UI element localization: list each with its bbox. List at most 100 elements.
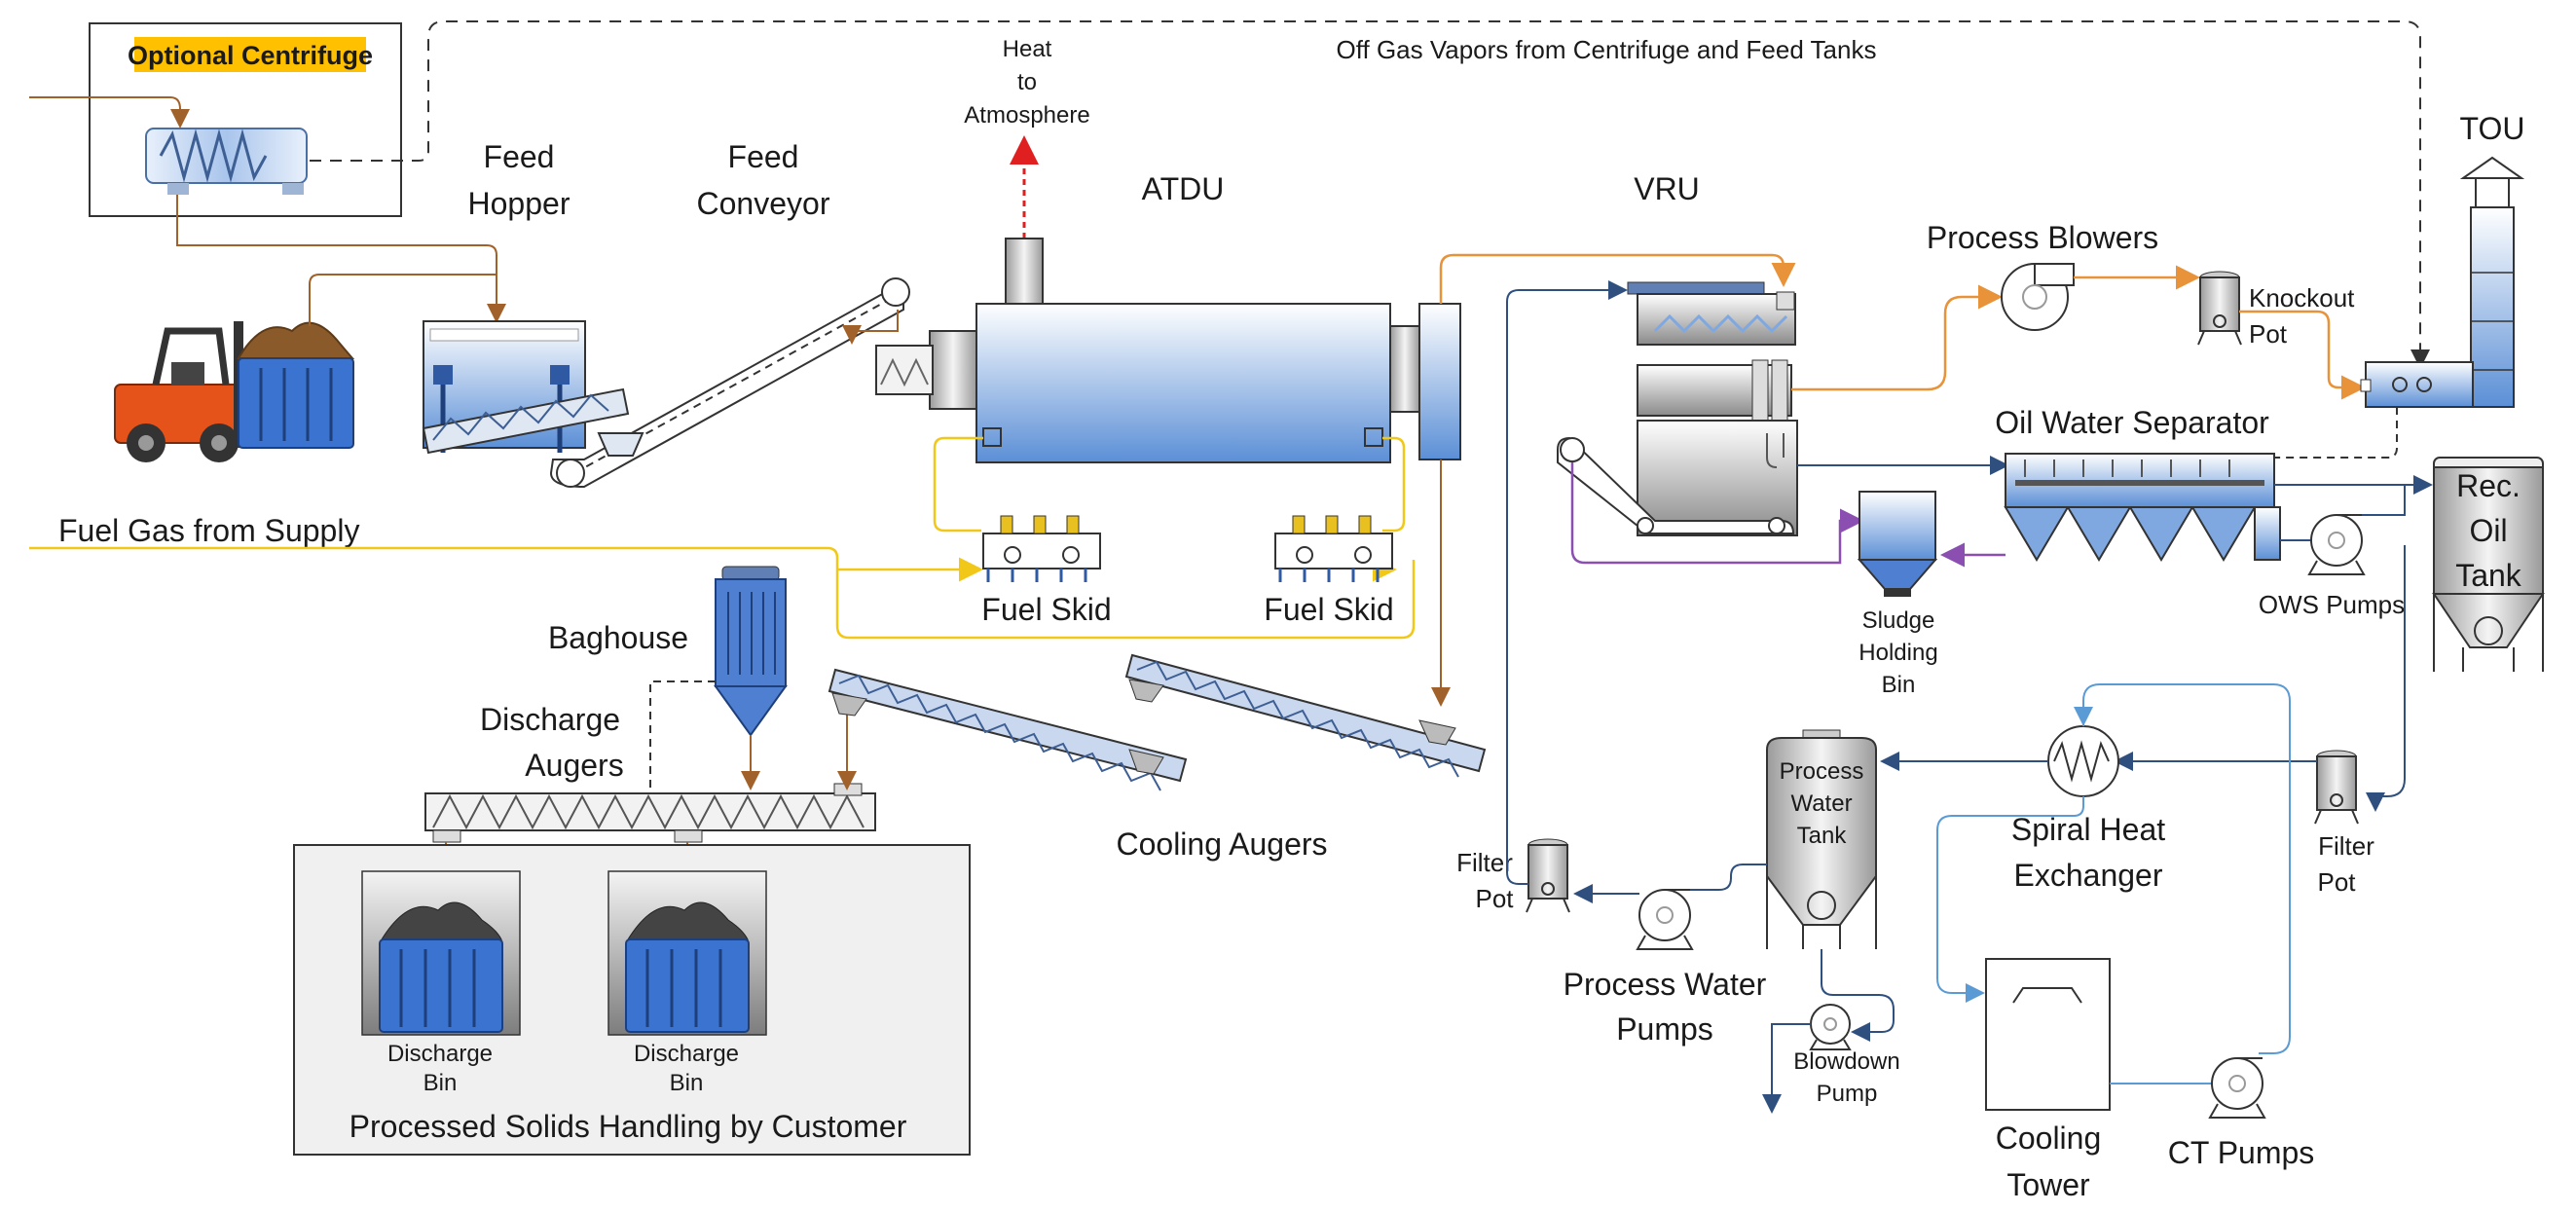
sludge-label-1: Sludge bbox=[1862, 607, 1935, 634]
feed-conveyor-label-2: Conveyor bbox=[697, 186, 830, 221]
process-water-pump bbox=[1636, 889, 1694, 950]
filter-to-vru-line bbox=[1506, 280, 1628, 885]
discharge-bin-2-label-a: Discharge bbox=[634, 1041, 739, 1067]
pwt-to-blowdown-line bbox=[1821, 949, 1895, 1042]
blowdown-discharge-line bbox=[1762, 1023, 1811, 1114]
cooling-auger-2 bbox=[1124, 653, 1487, 778]
ct-pumps-label: CT Pumps bbox=[2168, 1135, 2315, 1170]
rec-oil-label-1: Rec. bbox=[2456, 468, 2521, 503]
rec-oil-tank bbox=[2432, 457, 2545, 672]
vru-to-blowers-line bbox=[1791, 284, 2003, 391]
discharge-augers-label-1: Discharge bbox=[480, 702, 620, 737]
ows-pumps-label: OWS Pumps bbox=[2259, 590, 2405, 619]
discharge-bin-1 bbox=[361, 870, 521, 1036]
fuel-skid2-to-atdu bbox=[1382, 436, 1406, 533]
filter-pot-right-label-1: Filter bbox=[2318, 831, 2374, 861]
discharge-auger bbox=[424, 783, 876, 843]
pwt-label-1: Process bbox=[1780, 758, 1864, 785]
fuel-skid-2 bbox=[1274, 515, 1393, 582]
pwp-label-2: Pumps bbox=[1616, 1011, 1713, 1047]
process-blower bbox=[2001, 263, 2075, 331]
vru-sludge-line bbox=[1570, 462, 1864, 565]
heat-label-2: to bbox=[1017, 69, 1037, 95]
cooling-augers-label: Cooling Augers bbox=[1116, 827, 1327, 862]
fuel-gas-label: Fuel Gas from Supply bbox=[58, 513, 359, 548]
pwp-label-1: Process Water bbox=[1564, 967, 1767, 1002]
forklift-to-hopper-line bbox=[309, 274, 497, 326]
discharge-augers-label-2: Augers bbox=[525, 748, 623, 783]
knockout-label-2: Pot bbox=[2249, 319, 2288, 349]
vru-label: VRU bbox=[1634, 171, 1700, 206]
spiral-heat-exchanger bbox=[2047, 725, 2119, 797]
vru-scraper-conveyor bbox=[1557, 436, 1795, 534]
filter-pot-right-label-2: Pot bbox=[2317, 867, 2356, 897]
sludge-holding-bin bbox=[1857, 491, 1938, 597]
pwt-to-pwp-line bbox=[1690, 864, 1767, 891]
baghouse-label: Baghouse bbox=[548, 620, 688, 655]
knockout-label-1: Knockout bbox=[2249, 283, 2355, 312]
fuel-skid-label-1: Fuel Skid bbox=[981, 592, 1111, 627]
knockout-to-tou-line bbox=[2239, 310, 2366, 400]
heat-label-1: Heat bbox=[1003, 36, 1052, 62]
atdu-kiln bbox=[875, 238, 1461, 463]
feed-hopper-label-1: Feed bbox=[484, 139, 555, 174]
process-blowers-label: Process Blowers bbox=[1927, 220, 2158, 255]
processed-solids-label: Processed Solids Handling by Customer bbox=[350, 1109, 907, 1144]
heat-label-3: Atmosphere bbox=[964, 102, 1089, 129]
filter-pot-left bbox=[1526, 838, 1570, 913]
discharge-bin-1-label-b: Bin bbox=[423, 1070, 458, 1096]
sludge-label-2: Holding bbox=[1858, 640, 1937, 666]
feed-conveyor-label-1: Feed bbox=[728, 139, 799, 174]
knockout-pot bbox=[2197, 271, 2242, 346]
baghouse bbox=[714, 566, 788, 737]
oil-water-separator bbox=[2004, 453, 2281, 562]
blowdown-pump bbox=[1809, 1004, 1852, 1050]
baghouse-dashed-line bbox=[649, 680, 716, 793]
blowdown-label-2: Pump bbox=[1817, 1081, 1878, 1107]
tou-dashed-down bbox=[2273, 407, 2398, 459]
cooling-tower bbox=[1985, 958, 2111, 1111]
filter-pot-right bbox=[2314, 750, 2359, 825]
sludge-label-3: Bin bbox=[1882, 672, 1916, 698]
centrifuge-to-hopper-line bbox=[176, 195, 506, 323]
filter-pot-left-label-1: Filter bbox=[1456, 848, 1513, 877]
feed-conveyor bbox=[549, 277, 910, 489]
feed-bin-icon bbox=[237, 321, 355, 449]
ows-pump bbox=[2307, 514, 2366, 575]
off-gas-label: Off Gas Vapors from Centrifuge and Feed … bbox=[1337, 35, 1877, 64]
rec-oil-label-2: Oil bbox=[2469, 513, 2507, 548]
fuel-skid-label-2: Fuel Skid bbox=[1264, 592, 1393, 627]
ows-water-down-line bbox=[2366, 545, 2406, 812]
feed-hopper-label-2: Hopper bbox=[468, 186, 570, 221]
cooling-auger-1 bbox=[828, 668, 1188, 791]
fuel-skid-1 bbox=[982, 515, 1101, 582]
tou-label: TOU bbox=[2460, 111, 2525, 146]
atdu-to-vru-vapor-line bbox=[1439, 253, 1796, 304]
process-water-tank bbox=[1766, 729, 1877, 949]
fuel-skid1-to-atdu bbox=[933, 436, 983, 533]
fuel-gas-line bbox=[29, 546, 1416, 640]
conveyor-to-atdu-line bbox=[842, 310, 899, 345]
discharge-bin-2-label-b: Bin bbox=[670, 1070, 704, 1096]
hopper-auger bbox=[422, 387, 630, 455]
rec-oil-label-3: Tank bbox=[2455, 558, 2522, 593]
ct-pump bbox=[2208, 1057, 2266, 1119]
tou-stack bbox=[2360, 156, 2525, 408]
optional-centrifuge-label: Optional Centrifuge bbox=[128, 41, 373, 70]
centrifuge-feed-line bbox=[29, 96, 190, 129]
shx-label-2: Exchanger bbox=[2014, 858, 2163, 893]
vru-unit bbox=[1627, 281, 1798, 536]
ows-pump-to-tank-line bbox=[2362, 485, 2406, 516]
atdu-label: ATDU bbox=[1142, 171, 1225, 206]
ows-label: Oil Water Separator bbox=[1995, 405, 2269, 440]
cooling-loop-supply bbox=[2082, 683, 2291, 1054]
shx-label-1: Spiral Heat bbox=[2011, 812, 2165, 847]
off-gas-dashed-line bbox=[310, 20, 2430, 369]
cooling-tower-label-2: Tower bbox=[2006, 1167, 2090, 1202]
blowdown-label-1: Blowdown bbox=[1793, 1048, 1899, 1075]
cooling-tower-label-1: Cooling bbox=[1996, 1121, 2102, 1156]
pwt-label-3: Tank bbox=[1797, 823, 1848, 849]
pwt-label-2: Water bbox=[1790, 790, 1852, 817]
discharge-bin-2 bbox=[607, 870, 767, 1036]
optional-centrifuge: Optional Centrifuge bbox=[89, 22, 402, 217]
